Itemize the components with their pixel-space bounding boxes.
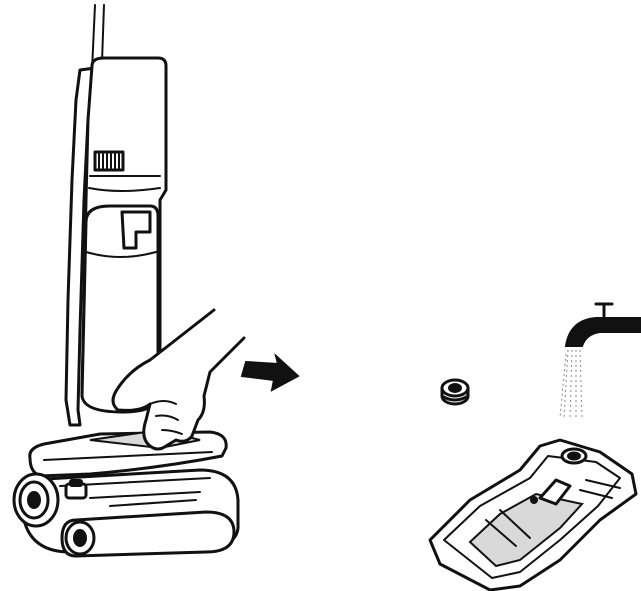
base-knob	[66, 480, 86, 498]
brush-roller	[62, 512, 234, 556]
vacuum-wheel	[14, 474, 58, 526]
water-faucet-icon	[566, 304, 641, 346]
arrow-right-icon	[242, 356, 298, 390]
dirty-water-tank-removed	[430, 440, 636, 590]
vacuum-cleaner	[14, 5, 238, 556]
water-stream	[560, 350, 582, 418]
vent-grille	[95, 152, 123, 170]
tank-cap	[442, 380, 468, 404]
